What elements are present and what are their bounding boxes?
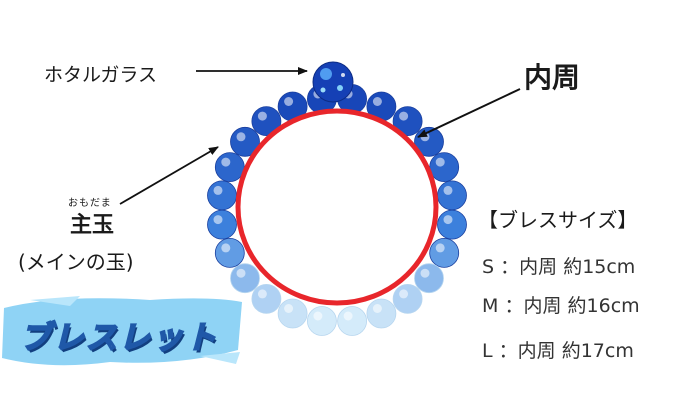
size-separator-icon: ： (504, 295, 524, 317)
bead-highlight (372, 304, 382, 313)
hotaru-glass-label: ホタルガラス (44, 64, 158, 86)
bead-highlight (372, 97, 382, 106)
size-separator-icon: ： (500, 256, 520, 278)
main-bead-arrow (119, 146, 219, 205)
bead (251, 283, 282, 314)
bead (437, 209, 467, 240)
bead (414, 263, 444, 294)
bead-highlight (313, 311, 323, 321)
bead (207, 209, 237, 240)
bead-highlight (435, 157, 445, 167)
bead (277, 298, 308, 329)
banner-title: ブレスレット (19, 319, 218, 357)
bead-highlight (257, 111, 267, 121)
main-bead-ruby: おもだま (68, 198, 112, 209)
size-title: 【ブレスサイズ】 (478, 208, 638, 232)
bead-highlight (399, 111, 409, 121)
bead-highlight (236, 132, 246, 142)
bead (214, 152, 245, 183)
bead (214, 237, 245, 268)
bead-highlight (213, 185, 223, 195)
banner-background (2, 296, 242, 366)
bead-highlight (284, 97, 294, 106)
size-row-s: S ：内周 約15cm (482, 252, 635, 279)
bead-highlight (221, 243, 231, 253)
bracelet-beads (207, 84, 467, 336)
bead-highlight (420, 268, 430, 278)
bead-highlight (443, 215, 453, 225)
size-row-m: M ：内周 約16cm (482, 291, 640, 318)
bead-highlight (213, 215, 223, 225)
bead (306, 306, 337, 336)
bead-highlight (221, 157, 231, 167)
bead (366, 298, 397, 329)
size-letter: M (482, 295, 499, 317)
bead-highlight (257, 289, 267, 299)
main-bead-sublabel: (メインの玉) (18, 250, 134, 274)
hotaru-glass-bead (312, 61, 354, 103)
bead (207, 180, 237, 211)
bead-highlight (284, 304, 294, 313)
bead-highlight (443, 185, 453, 195)
bead (429, 237, 460, 268)
size-value: 約16cm (567, 295, 640, 317)
main-bead-label: 主玉 (70, 213, 115, 238)
bead (337, 306, 368, 336)
bead (429, 152, 460, 183)
bead (392, 283, 423, 314)
size-separator-icon: ： (498, 340, 518, 362)
size-letter: L (482, 340, 493, 362)
bead-highlight (435, 243, 445, 253)
bead (230, 263, 260, 294)
bead-highlight (236, 268, 246, 278)
size-row-l: L ：内周 約17cm (482, 336, 634, 363)
size-label: 内周 (523, 295, 562, 317)
size-label: 内周 (517, 340, 556, 362)
bead-highlight (343, 311, 353, 321)
size-value: 約17cm (561, 340, 634, 362)
inner-circumference-ring (235, 108, 439, 306)
size-letter: S (482, 256, 495, 278)
size-label: 内周 (519, 256, 558, 278)
inner-circumference-arrow (417, 88, 521, 138)
inner-circumference-label: 内周 (524, 61, 581, 94)
bead-highlight (399, 289, 409, 299)
size-value: 約15cm (563, 256, 636, 278)
bead (437, 180, 467, 211)
